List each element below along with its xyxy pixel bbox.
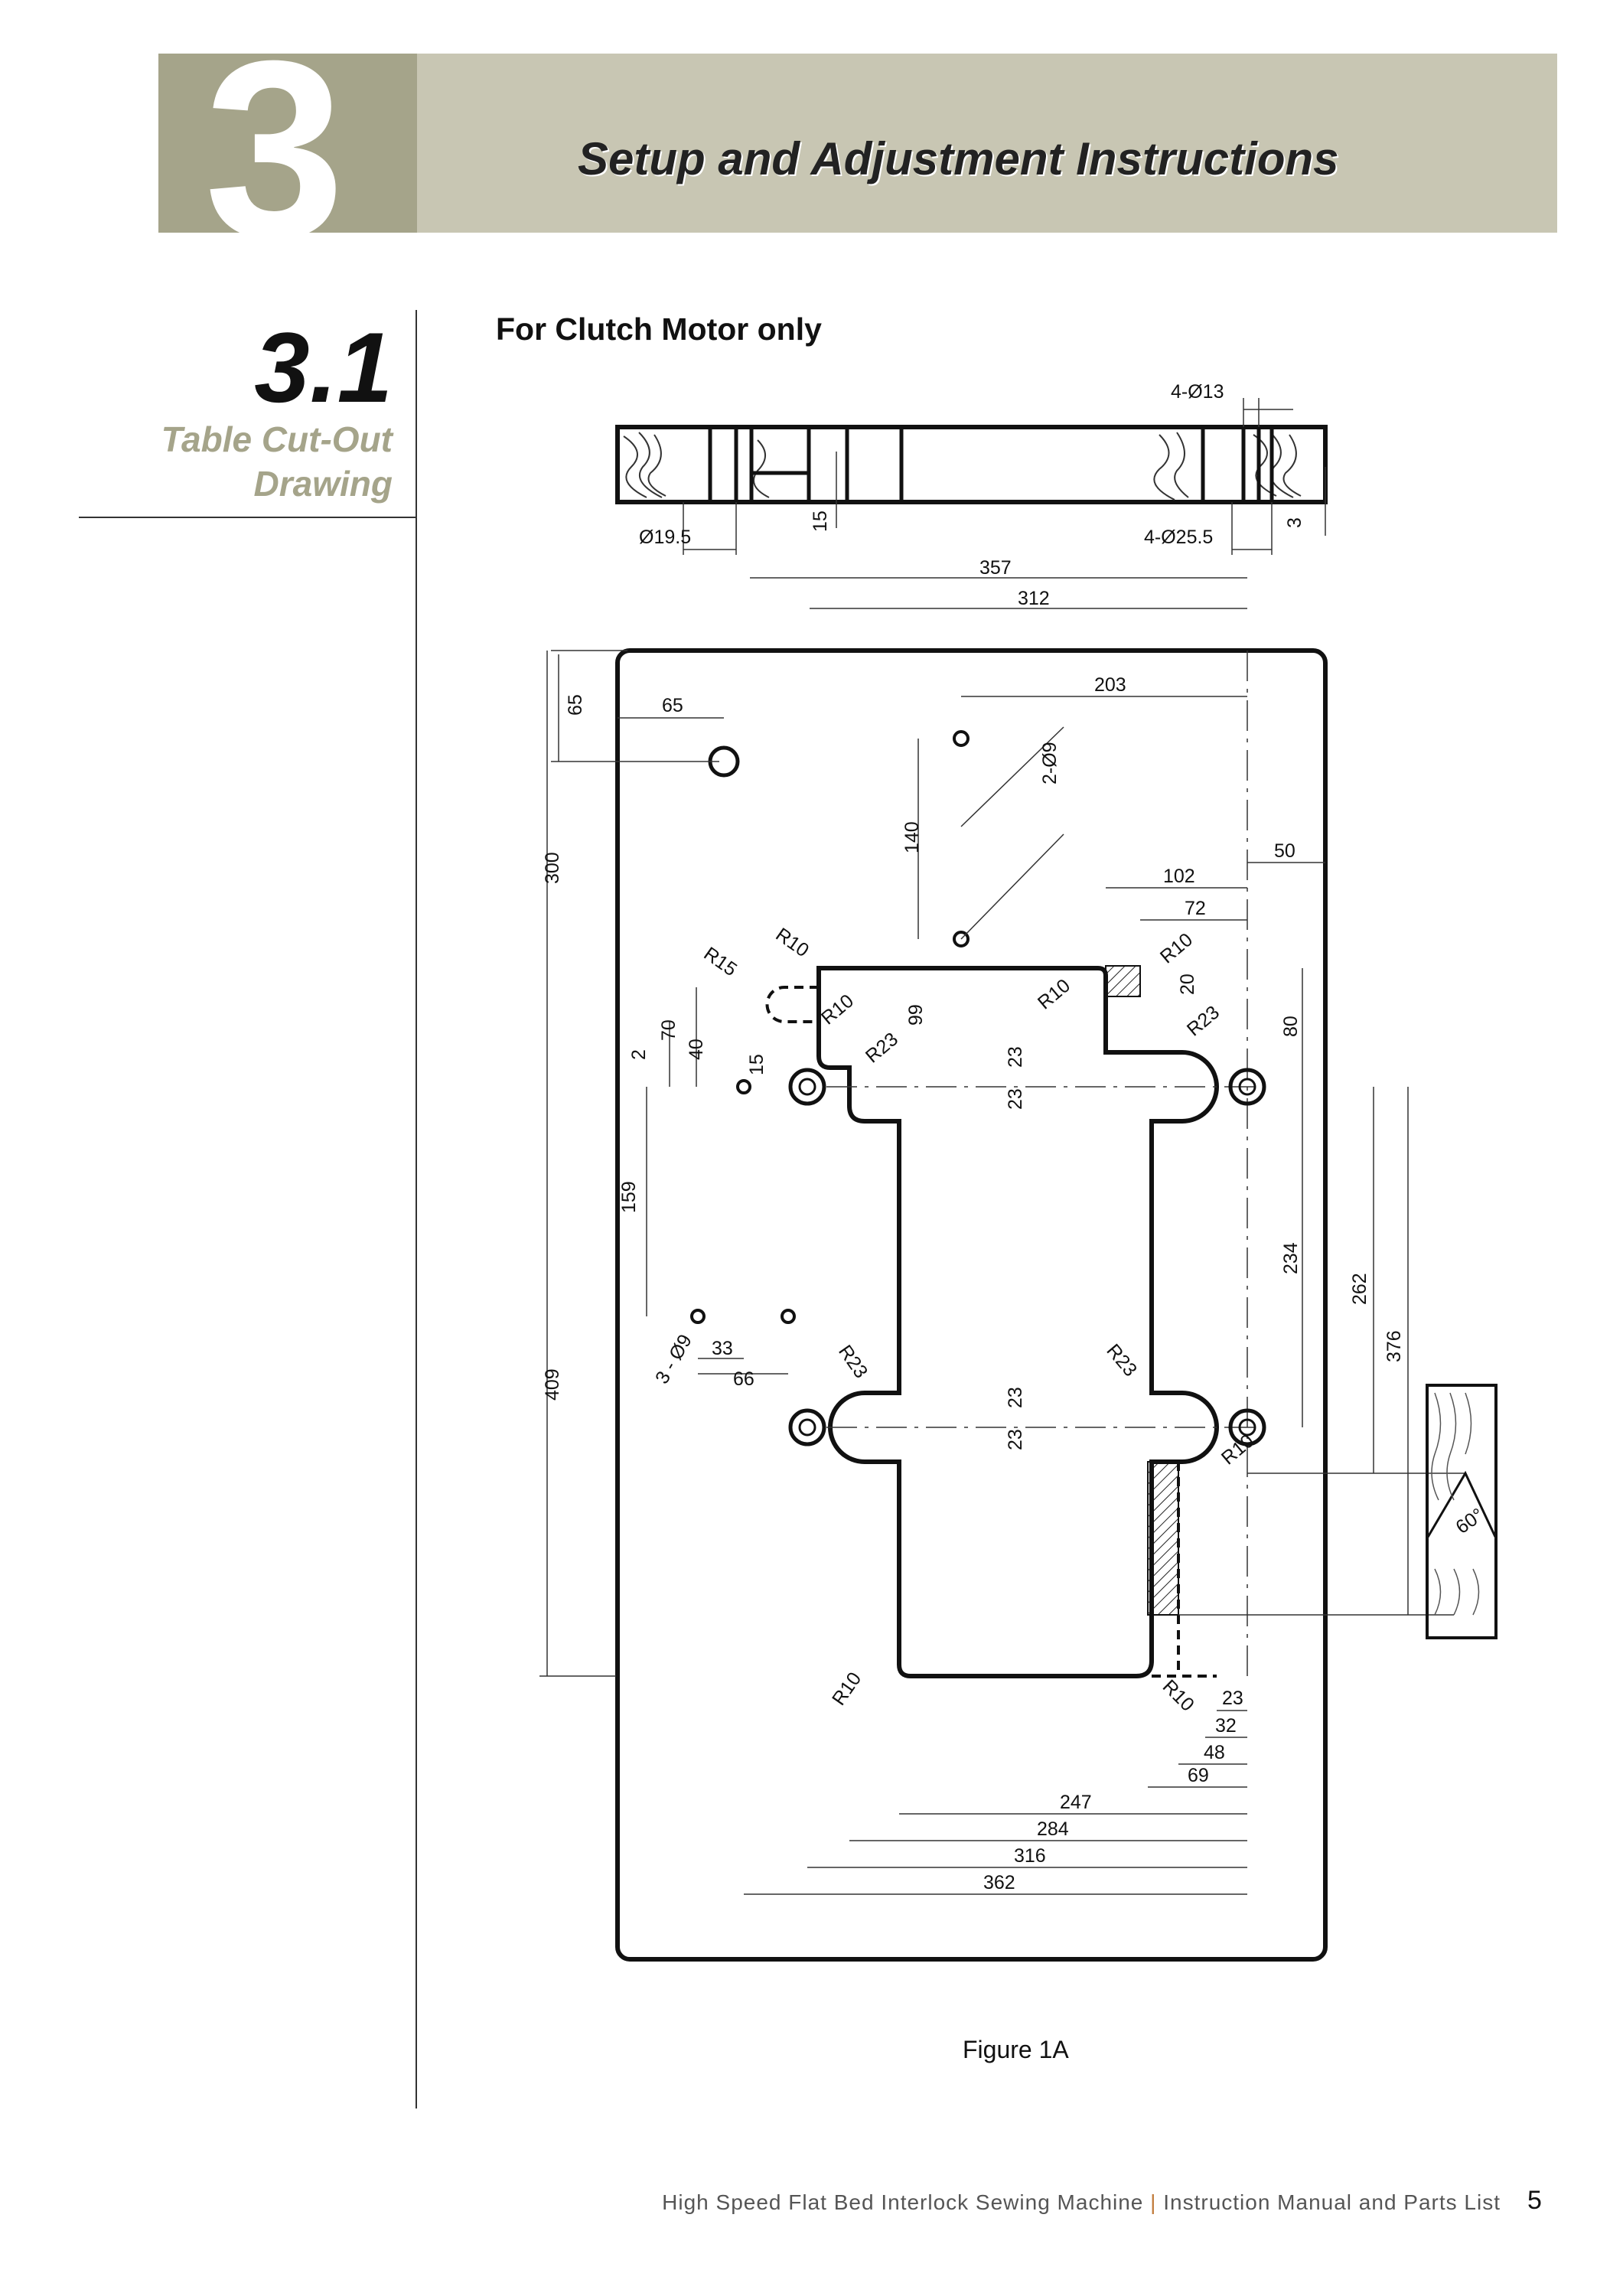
radius-label: R10: [817, 990, 858, 1029]
section-title-line2: Drawing: [253, 464, 393, 504]
radius-label: R10: [828, 1668, 865, 1710]
dim-label: 15: [810, 510, 831, 532]
dim-label: 409: [542, 1368, 563, 1401]
dim-label: 69: [1188, 1765, 1209, 1786]
footer-separator: |: [1150, 2190, 1157, 2214]
machine-cutout: [816, 966, 1219, 1678]
dim-label: 159: [618, 1181, 640, 1213]
hole: [788, 1408, 826, 1446]
dim-label: 262: [1349, 1273, 1370, 1305]
dim-label: 4-Ø13: [1171, 381, 1224, 403]
radius-label: R15: [700, 943, 741, 980]
radius-label: R10: [772, 924, 813, 961]
dim-label: 2-Ø9: [1039, 742, 1061, 784]
dim-label: 316: [1014, 1845, 1046, 1867]
table-outline: [615, 648, 1328, 1962]
hole: [788, 1068, 826, 1106]
dim-label: 65: [565, 694, 586, 716]
dim-label: 4-Ø25.5: [1144, 527, 1213, 548]
manual-subtitle: Instruction Manual and Parts List: [1163, 2190, 1501, 2214]
dim-label: Ø19.5: [639, 527, 691, 548]
dim-label: 376: [1383, 1330, 1405, 1362]
dim-label: 312: [1018, 588, 1050, 609]
table-cutout-drawing: Ø19.5 15 4-Ø13 4-Ø25.5 3: [539, 381, 1498, 1962]
dim-label: 33: [712, 1338, 733, 1359]
dim-label: 66: [733, 1368, 754, 1390]
dim-label: 234: [1280, 1242, 1302, 1274]
chapter-number: 3: [204, 54, 345, 233]
dim-label: 70: [658, 1019, 680, 1041]
radius-label: R10: [1159, 1675, 1198, 1715]
hole: [953, 730, 970, 747]
dim-label: 65: [662, 695, 683, 716]
dim-label: 362: [983, 1872, 1015, 1893]
dim-label: 3 - Ø9: [651, 1331, 696, 1388]
hole: [736, 1079, 751, 1094]
dim-label: 23: [1005, 1429, 1026, 1450]
dim-label: 99: [905, 1004, 927, 1026]
radius-label: R23: [862, 1029, 902, 1068]
dim-label: 23: [1005, 1046, 1026, 1068]
chapter-title: Setup and Adjustment Instructions: [578, 133, 1339, 184]
section-title: Table Cut-Out Drawing: [161, 417, 393, 506]
dim-label: 23: [1005, 1088, 1026, 1110]
hole: [1228, 1068, 1266, 1106]
radius-label: R10: [1217, 1430, 1258, 1469]
dim-label: 23: [1005, 1387, 1026, 1408]
column-divider: [416, 310, 417, 2108]
table-edge-section: [1426, 1384, 1498, 1639]
radius-label: R10: [1156, 929, 1197, 968]
dim-label: 72: [1185, 898, 1206, 919]
hole: [1228, 1408, 1266, 1446]
dim-label: 15: [746, 1054, 768, 1075]
page-footer: High Speed Flat Bed Interlock Sewing Mac…: [662, 2190, 1501, 2215]
hole: [690, 1309, 706, 1324]
dim-label: 3: [1284, 517, 1305, 528]
radius-label: R23: [1183, 1002, 1224, 1041]
radius-label: R23: [1102, 1340, 1141, 1381]
dim-label: 40: [686, 1039, 707, 1060]
chapter-number-box: 3: [158, 54, 417, 233]
dim-label: 50: [1274, 840, 1295, 862]
dim-label: 203: [1094, 674, 1126, 696]
dim-label: 102: [1163, 866, 1195, 887]
chapter-title-band: Setup and Adjustment Instructions: [417, 54, 1557, 233]
page-number: 5: [1527, 2186, 1542, 2215]
manual-title: High Speed Flat Bed Interlock Sewing Mac…: [662, 2190, 1144, 2214]
radius-label: R23: [834, 1341, 872, 1382]
dim-label: 20: [1177, 974, 1198, 995]
dim-label: 48: [1204, 1742, 1225, 1763]
dim-label: 140: [901, 821, 923, 853]
dim-label: 80: [1280, 1016, 1302, 1037]
section-title-line1: Table Cut-Out: [161, 419, 393, 459]
table-section-view: Ø19.5 15 4-Ø13 4-Ø25.5 3: [615, 381, 1328, 555]
radius-label: R10: [1034, 975, 1074, 1014]
section-divider: [79, 517, 416, 518]
hole: [953, 931, 970, 947]
section-number: 3.1: [254, 311, 393, 423]
dim-label: 2: [628, 1049, 650, 1060]
subheading: For Clutch Motor only: [496, 311, 822, 347]
dim-label: 32: [1215, 1715, 1237, 1737]
dim-label: 300: [542, 852, 563, 884]
figure-caption: Figure 1A: [963, 2036, 1069, 2063]
dim-label: 247: [1060, 1792, 1092, 1813]
dim-label: 23: [1222, 1688, 1243, 1709]
dim-label: 284: [1037, 1818, 1069, 1840]
dim-label: 357: [979, 557, 1012, 579]
hole: [781, 1309, 796, 1324]
